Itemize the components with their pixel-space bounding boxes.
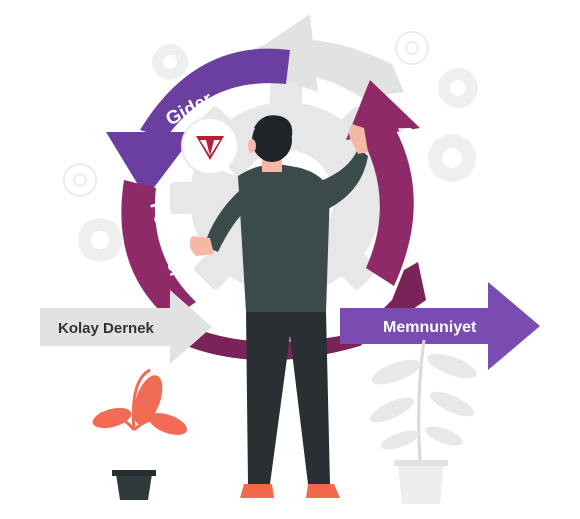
gider-arc — [140, 48, 290, 138]
man-figure — [189, 115, 368, 498]
potted-plant-coral — [92, 368, 188, 500]
personel-arc — [121, 180, 196, 320]
aidat-takibi-arrowhead — [346, 80, 420, 140]
kolay-dernek-label: Kolay Dernek — [58, 320, 155, 337]
background-gears — [63, 31, 478, 262]
memnuniyet-arrow — [340, 282, 540, 370]
gear-icon — [63, 163, 97, 197]
gider-arrowhead — [106, 132, 196, 198]
gear-icon — [428, 134, 476, 182]
kolay-dernek-arrow — [40, 290, 212, 364]
aidat-takibi-arc — [356, 110, 414, 286]
gear-icon — [438, 68, 478, 108]
gear-icon — [78, 218, 122, 262]
kolay-dernek-logo-icon — [181, 117, 239, 176]
gear-icon — [395, 31, 429, 65]
memnuniyet-label: Memnuniyet — [383, 319, 477, 336]
gear-icon — [152, 44, 188, 80]
potted-plant-grey — [369, 339, 477, 504]
